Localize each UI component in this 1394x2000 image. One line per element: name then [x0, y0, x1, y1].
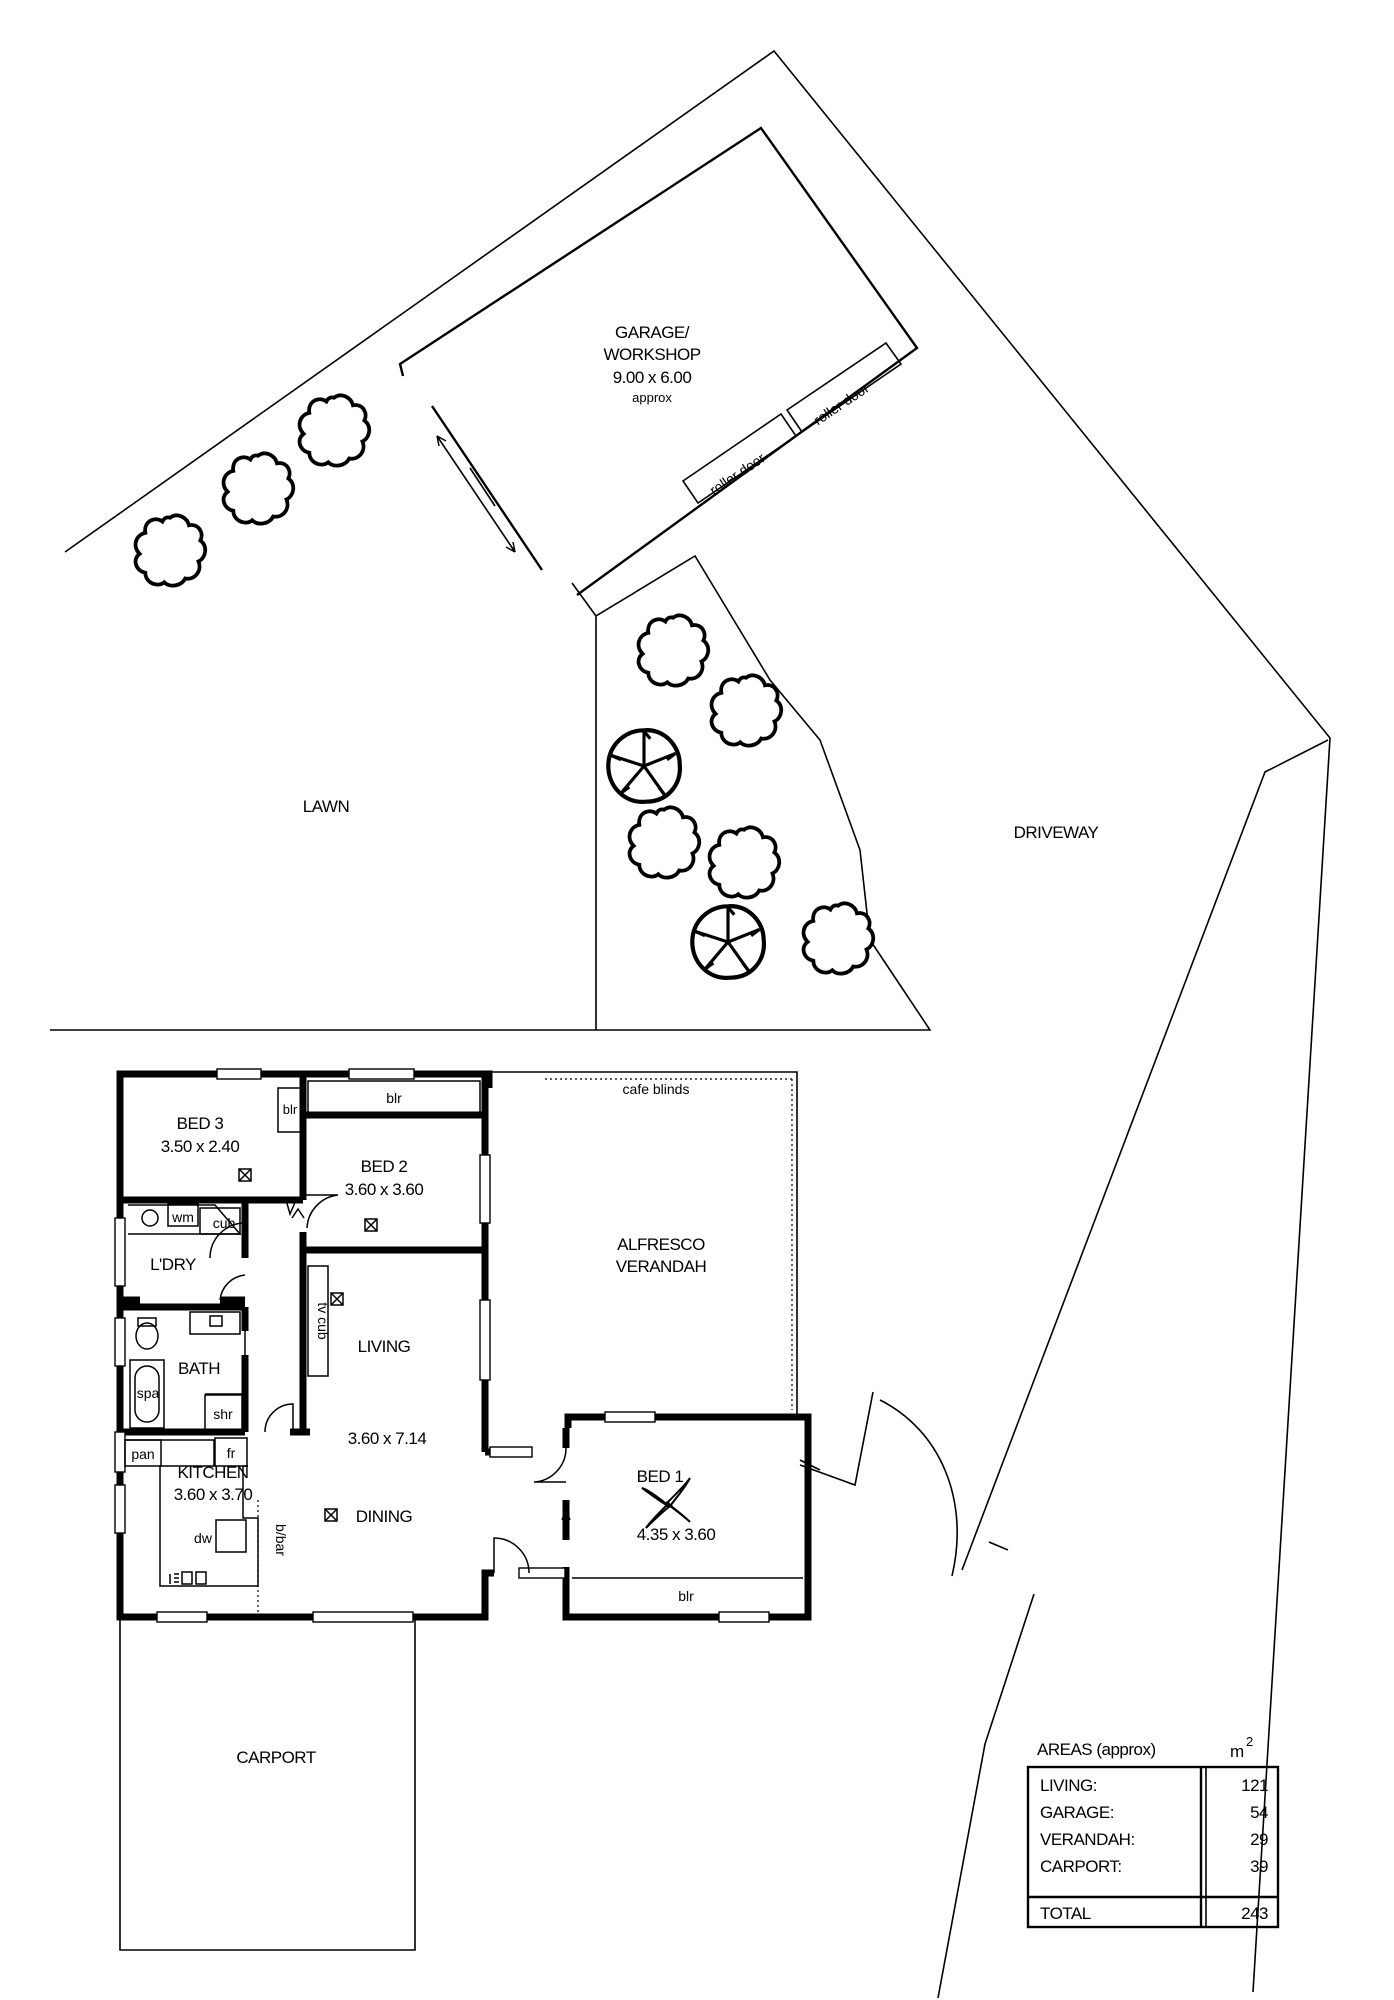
areas-row-label: GARAGE: — [1040, 1803, 1114, 1822]
smoke-detector-icon — [330, 1292, 344, 1306]
room-labels: BED 3 3.50 x 2.40 BED 2 3.60 x 3.60 LIVI… — [161, 1114, 716, 1544]
areas-heading: AREAS (approx) — [1037, 1740, 1156, 1759]
lawn-label: LAWN — [303, 797, 350, 816]
bir-bed3-label: blr — [283, 1102, 298, 1117]
site-boundary — [50, 49, 1331, 1999]
bed1-dims: 4.35 x 3.60 — [637, 1525, 716, 1544]
carport: CARPORT — [119, 1617, 416, 1951]
laundry-title: L'DRY — [150, 1255, 196, 1274]
garage-approx-note: approx — [632, 390, 672, 405]
bir-top-label: blr — [386, 1090, 402, 1106]
garage-workshop: roller door roller door GARAGE/ WORKSHOP… — [398, 126, 919, 596]
house-walls — [116, 1070, 812, 1621]
bath-spa-label: spa — [137, 1385, 160, 1401]
bed2-dims: 3.60 x 3.60 — [345, 1180, 424, 1199]
bir-bed1-label: blr — [678, 1588, 694, 1604]
laundry-cub-label: cub — [213, 1215, 236, 1231]
kitchen-dims: 3.60 x 3.70 — [174, 1485, 253, 1504]
tree-icon — [707, 825, 782, 900]
tv-cub-label: tv cub — [315, 1302, 331, 1340]
bed1-title: BED 1 — [637, 1467, 684, 1486]
roller-door-label-1: roller door — [707, 449, 768, 498]
areas-row-label: CARPORT: — [1040, 1857, 1122, 1876]
bath-title: BATH — [178, 1359, 220, 1378]
tree-icon — [692, 906, 764, 978]
bed3-title: BED 3 — [177, 1114, 224, 1133]
door-swings — [209, 1194, 571, 1574]
areas-total-value: 243 — [1241, 1904, 1268, 1923]
kitchen-pan-label: pan — [131, 1446, 154, 1462]
laundry-wm-label: wm — [171, 1209, 194, 1225]
bed3-dims: 3.50 x 2.40 — [161, 1137, 240, 1156]
garage-title-line2: WORKSHOP — [603, 345, 700, 364]
areas-row-value: 29 — [1250, 1830, 1268, 1849]
tree-icon — [709, 673, 784, 748]
areas-row-label: LIVING: — [1040, 1776, 1097, 1795]
kitchen-fr-label: fr — [227, 1445, 236, 1461]
kitchen-dw-label: dw — [194, 1530, 213, 1546]
bed2-title: BED 2 — [361, 1157, 408, 1176]
tree-icon — [133, 513, 208, 588]
living-title: LIVING — [358, 1337, 411, 1356]
areas-total-label: TOTAL — [1040, 1904, 1091, 1923]
tree-icon — [221, 451, 296, 526]
garage-title-line1: GARAGE/ — [615, 323, 690, 342]
tree-icon — [627, 805, 702, 880]
alfresco-line1: ALFRESCO — [617, 1235, 705, 1254]
cafe-blinds-label: cafe blinds — [623, 1081, 690, 1097]
tree-icon — [801, 901, 876, 976]
kitchen-bbar-label: b/bar — [273, 1524, 289, 1556]
kitchen-title: KITCHEN — [177, 1463, 248, 1482]
areas-unit: m — [1230, 1742, 1244, 1761]
bath-shr-label: shr — [213, 1406, 233, 1422]
windows — [114, 1068, 770, 1623]
fixtures: blr blr wm cub L'DRY spa shr BATH tv cub… — [124, 1080, 803, 1612]
areas-row-label: VERANDAH: — [1040, 1830, 1135, 1849]
garage-dims: 9.00 x 6.00 — [613, 368, 692, 387]
tree-icon — [636, 613, 711, 688]
driveway-label: DRIVEWAY — [1014, 823, 1099, 842]
alfresco-verandah: cafe blinds ALFRESCO VERANDAH — [489, 1071, 798, 1414]
tree-icon — [608, 730, 680, 802]
living-dims: 3.60 x 7.14 — [348, 1429, 427, 1448]
carport-title: CARPORT — [236, 1748, 315, 1767]
tree-icon — [297, 393, 372, 468]
areas-unit-sup: 2 — [1246, 1734, 1253, 1749]
roller-door-label-2: roller door — [811, 379, 872, 428]
trees — [133, 393, 876, 978]
dining-title: DINING — [356, 1507, 413, 1526]
alfresco-line2: VERANDAH — [616, 1257, 706, 1276]
areas-row-value: 121 — [1241, 1776, 1268, 1795]
smoke-detector-icon — [324, 1508, 338, 1522]
smoke-detector-icon — [238, 1168, 252, 1182]
areas-row-value: 39 — [1250, 1857, 1268, 1876]
smoke-detector-icon — [364, 1218, 378, 1232]
areas-row-value: 54 — [1250, 1803, 1268, 1822]
